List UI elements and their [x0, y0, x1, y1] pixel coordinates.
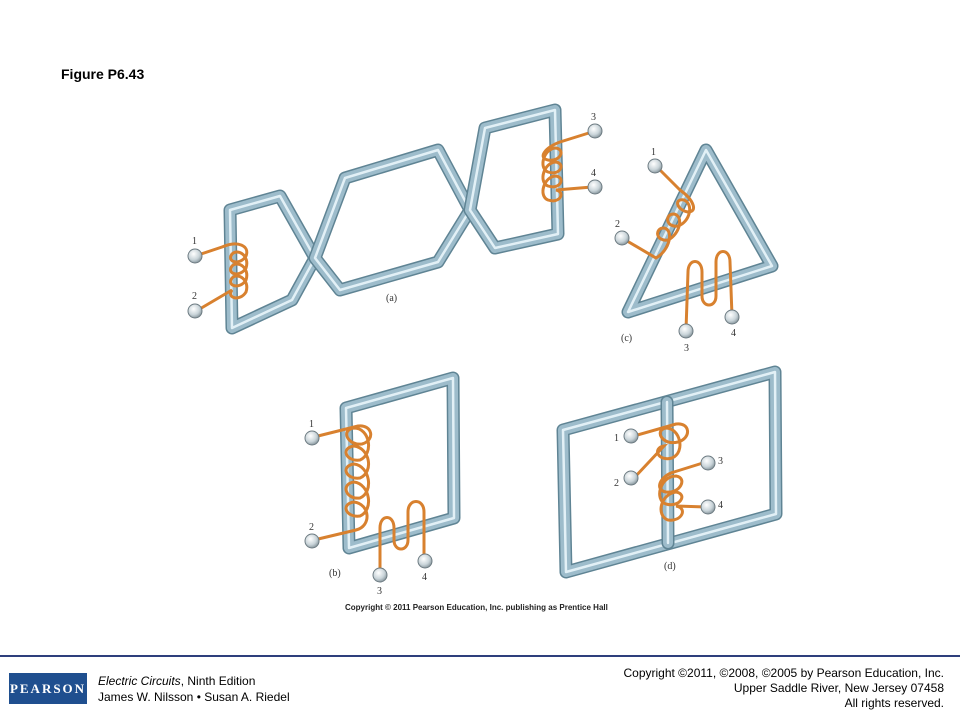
footer-divider: [0, 655, 960, 657]
terminal-label: 3: [718, 456, 723, 467]
terminal-c-2: [614, 230, 630, 246]
book-edition: , Ninth Edition: [180, 674, 256, 688]
panel-label: (c): [621, 333, 632, 344]
panel-c: 1 2 3 4 (c): [614, 143, 779, 354]
terminal-label: 2: [309, 522, 314, 533]
winding-d-primary: [632, 422, 689, 480]
terminal-label: 4: [591, 168, 596, 179]
panel-b: 1 2 3 4 (b): [304, 371, 461, 597]
terminal-c-3: [678, 323, 694, 339]
terminal-label: 4: [718, 500, 723, 511]
terminal-a-1: [187, 248, 203, 264]
terminal-c-4: [724, 309, 740, 325]
terminal-a-4: [587, 179, 603, 195]
terminal-b-4: [417, 553, 433, 569]
terminal-label: 1: [309, 419, 314, 430]
terminal-label: 2: [615, 219, 620, 230]
winding-a-primary: [197, 242, 249, 312]
terminal-label: 2: [192, 291, 197, 302]
core-a: [223, 103, 565, 335]
magnetic-cores-diagram: 1 2 3 4 (a) 1 2 3 4 (c): [187, 103, 783, 597]
terminal-d-1: [623, 428, 639, 444]
book-title: Electric Circuits: [98, 674, 181, 688]
rights-line: All rights reserved.: [844, 696, 944, 710]
terminal-d-3: [700, 455, 716, 471]
core-b: [339, 371, 461, 555]
terminal-d-2: [623, 470, 639, 486]
core-d: [556, 365, 783, 579]
panel-d: 1 2 3 4 (d): [556, 365, 783, 579]
panel-label: (b): [329, 568, 341, 579]
panel-label: (a): [386, 293, 397, 304]
terminal-label: 1: [614, 433, 619, 444]
figure-title: Figure P6.43: [61, 66, 145, 82]
winding-a-secondary: [541, 130, 593, 203]
terminal-label: 3: [684, 343, 689, 354]
winding-d-secondary: [658, 460, 707, 522]
book-title-line: Electric Circuits, Ninth Edition: [98, 673, 290, 689]
terminal-b-2: [304, 533, 320, 549]
panel-a: 1 2 3 4 (a): [187, 103, 603, 335]
address-line: Upper Saddle River, New Jersey 07458: [733, 681, 944, 695]
terminal-a-3: [587, 123, 603, 139]
core-c: [621, 143, 779, 319]
publisher-rights: Copyright ©2011, ©2008, ©2005 by Pearson…: [623, 666, 944, 711]
book-info: Electric Circuits, Ninth Edition James W…: [98, 673, 290, 705]
terminal-a-2: [187, 303, 203, 319]
terminal-d-4: [700, 499, 716, 515]
terminal-label: 3: [377, 586, 382, 597]
terminal-c-1: [647, 158, 663, 174]
terminal-label: 1: [192, 236, 197, 247]
winding-c-primary: [621, 164, 696, 260]
terminal-label: 4: [422, 572, 427, 583]
panel-label: (d): [664, 561, 676, 572]
terminal-b-3: [372, 567, 388, 583]
terminal-b-1: [304, 430, 320, 446]
winding-b-secondary: [378, 500, 426, 574]
copyright-line: Copyright ©2011, ©2008, ©2005 by Pearson…: [623, 666, 944, 680]
pearson-logo: PEARSON: [9, 673, 87, 704]
terminal-label: 2: [614, 478, 619, 489]
winding-c-secondary: [684, 250, 734, 331]
slide-copyright: Copyright © 2011 Pearson Education, Inc.…: [345, 603, 608, 612]
terminal-label: 3: [591, 112, 596, 123]
terminal-label: 4: [731, 328, 736, 339]
terminal-label: 1: [651, 147, 656, 158]
winding-b-primary: [313, 424, 373, 542]
book-authors: James W. Nilsson • Susan A. Riedel: [98, 690, 290, 704]
